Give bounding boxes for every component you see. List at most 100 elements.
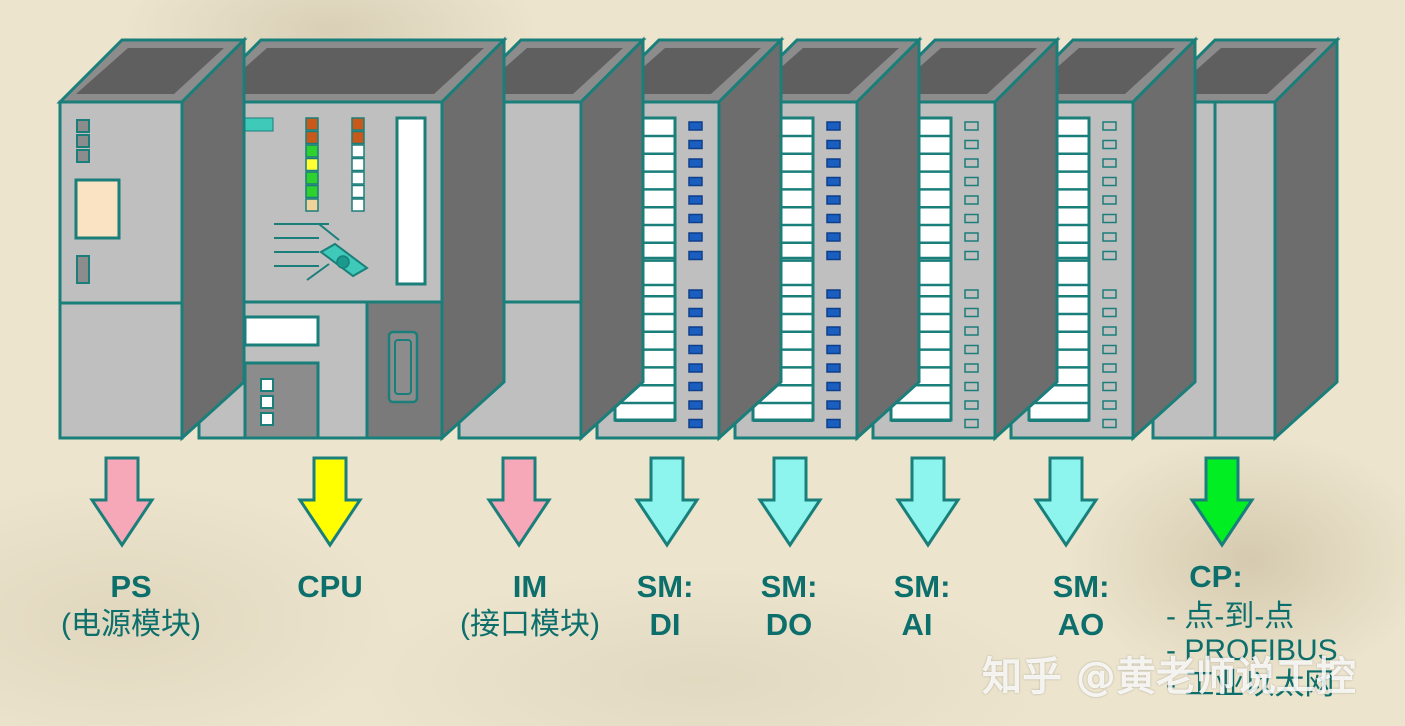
label-sm-do: SM: DO bbox=[744, 568, 834, 644]
module-im-side bbox=[579, 36, 645, 442]
ai-channel-led bbox=[964, 418, 979, 429]
label-ps: PS (电源模块) bbox=[46, 568, 216, 644]
cpu-bus-led bbox=[351, 171, 365, 185]
label-sm-ao: SM: AO bbox=[1036, 568, 1126, 644]
label-im-title: IM bbox=[512, 569, 548, 604]
label-sm-di-subtitle: DI bbox=[649, 607, 681, 642]
arrow-cpu bbox=[297, 456, 363, 548]
cpu-mode-line bbox=[306, 263, 330, 281]
do-channel-led bbox=[826, 326, 841, 336]
module-di-side bbox=[717, 36, 783, 442]
ai-channel-led bbox=[964, 307, 979, 318]
do-channel-led bbox=[826, 250, 841, 261]
cpu-door-led bbox=[260, 378, 274, 392]
di-channel-led bbox=[688, 344, 703, 355]
cpu-bus-led bbox=[351, 198, 365, 212]
ao-channel-led bbox=[1102, 307, 1117, 318]
do-channel-led bbox=[826, 121, 841, 131]
ao-channel-led bbox=[1102, 250, 1117, 261]
do-channel-led bbox=[826, 363, 841, 373]
do-channel-led bbox=[826, 307, 841, 318]
label-sm-di: SM: DI bbox=[620, 568, 710, 644]
label-ps-title: PS bbox=[110, 569, 152, 604]
ao-channel-led bbox=[1102, 289, 1117, 299]
module-cpu-top-recess bbox=[215, 48, 484, 94]
ao-channel-led bbox=[1102, 232, 1117, 242]
ai-channel-led bbox=[964, 139, 979, 150]
do-channel-led bbox=[826, 344, 841, 355]
ao-channel-led bbox=[1102, 158, 1117, 168]
ai-channel-led bbox=[964, 158, 979, 168]
arrow-di bbox=[634, 456, 700, 548]
do-channel-led bbox=[826, 381, 841, 392]
ai-channel-led bbox=[964, 381, 979, 392]
di-channel-led bbox=[688, 139, 703, 150]
do-channel-led bbox=[826, 232, 841, 242]
module-ao-side bbox=[1131, 36, 1197, 442]
ao-channel-led bbox=[1102, 121, 1117, 131]
label-cpu-title: CPU bbox=[297, 569, 363, 604]
di-channel-led bbox=[688, 418, 703, 429]
cpu-mpi-section bbox=[365, 300, 444, 440]
cpu-door-led bbox=[260, 395, 274, 409]
cp-option-profibus: - PROFIBUS bbox=[1166, 634, 1338, 667]
module-cpu-side bbox=[440, 36, 506, 442]
do-channel-led bbox=[826, 158, 841, 168]
label-sm-ai: SM: AI bbox=[880, 568, 964, 644]
ai-channel-led bbox=[964, 250, 979, 261]
ao-channel-led bbox=[1102, 363, 1117, 373]
ai-channel-led bbox=[964, 121, 979, 131]
cpu-mpi-port-inner bbox=[394, 339, 412, 395]
arrow-ps bbox=[89, 456, 155, 548]
di-channel-led bbox=[688, 176, 703, 187]
ao-channel-led bbox=[1102, 139, 1117, 150]
label-ps-subtitle: (电源模块) bbox=[61, 608, 201, 641]
cpu-memory-card-slot bbox=[395, 116, 427, 286]
module-im-top-recess bbox=[475, 48, 623, 94]
di-channel-led bbox=[688, 400, 703, 410]
module-ps-side bbox=[180, 36, 246, 442]
di-channel-led bbox=[688, 307, 703, 318]
cp-option-ptp: - 点-到-点 bbox=[1166, 600, 1295, 633]
do-channel-led bbox=[826, 195, 841, 205]
ao-channel-led bbox=[1102, 400, 1117, 410]
label-sm-do-subtitle: DO bbox=[765, 607, 813, 642]
label-sm-ai-title: SM: bbox=[893, 569, 951, 604]
label-sm-ao-subtitle: AO bbox=[1057, 607, 1105, 642]
ps-label-plate bbox=[74, 178, 121, 240]
label-cp-title: CP: bbox=[1189, 559, 1243, 594]
di-channel-led bbox=[688, 363, 703, 373]
ao-channel-led bbox=[1102, 418, 1117, 429]
module-cp-side bbox=[1273, 36, 1339, 442]
ai-channel-led bbox=[964, 344, 979, 355]
label-im: IM (接口模块) bbox=[442, 568, 618, 644]
di-channel-led bbox=[688, 289, 703, 299]
watermark: 知乎 @黄老师说工控 bbox=[982, 654, 1356, 700]
di-channel-led bbox=[688, 158, 703, 168]
ps-indicator bbox=[76, 149, 90, 163]
do-channel-led bbox=[826, 400, 841, 410]
do-channel-led bbox=[826, 176, 841, 187]
label-sm-ao-title: SM: bbox=[1052, 569, 1110, 604]
arrow-im bbox=[486, 456, 552, 548]
arrow-cp bbox=[1189, 456, 1255, 548]
module-di-top-recess bbox=[613, 48, 761, 94]
cpu-mpi-port bbox=[387, 330, 419, 404]
arrow-do bbox=[757, 456, 823, 548]
label-sm-do-title: SM: bbox=[760, 569, 818, 604]
cpu-status-led bbox=[305, 117, 319, 131]
di-channel-led bbox=[688, 121, 703, 131]
module-ao-top-recess bbox=[1027, 48, 1175, 94]
cpu-bus-led bbox=[351, 144, 365, 158]
ao-channel-led bbox=[1102, 344, 1117, 355]
cp-option-ethernet: - 工业以太网 bbox=[1166, 668, 1335, 701]
cpu-bus-led bbox=[351, 117, 365, 131]
do-channel-led bbox=[826, 418, 841, 429]
cp-options-list: - 点-到-点 - PROFIBUS - 工业以太网 bbox=[1166, 600, 1338, 702]
ao-channel-led bbox=[1102, 326, 1117, 336]
module-ps-top-recess bbox=[76, 48, 224, 94]
ai-channel-led bbox=[964, 363, 979, 373]
ps-indicator bbox=[76, 119, 90, 133]
cpu-lower-label bbox=[243, 315, 320, 347]
module-ps bbox=[56, 36, 248, 442]
